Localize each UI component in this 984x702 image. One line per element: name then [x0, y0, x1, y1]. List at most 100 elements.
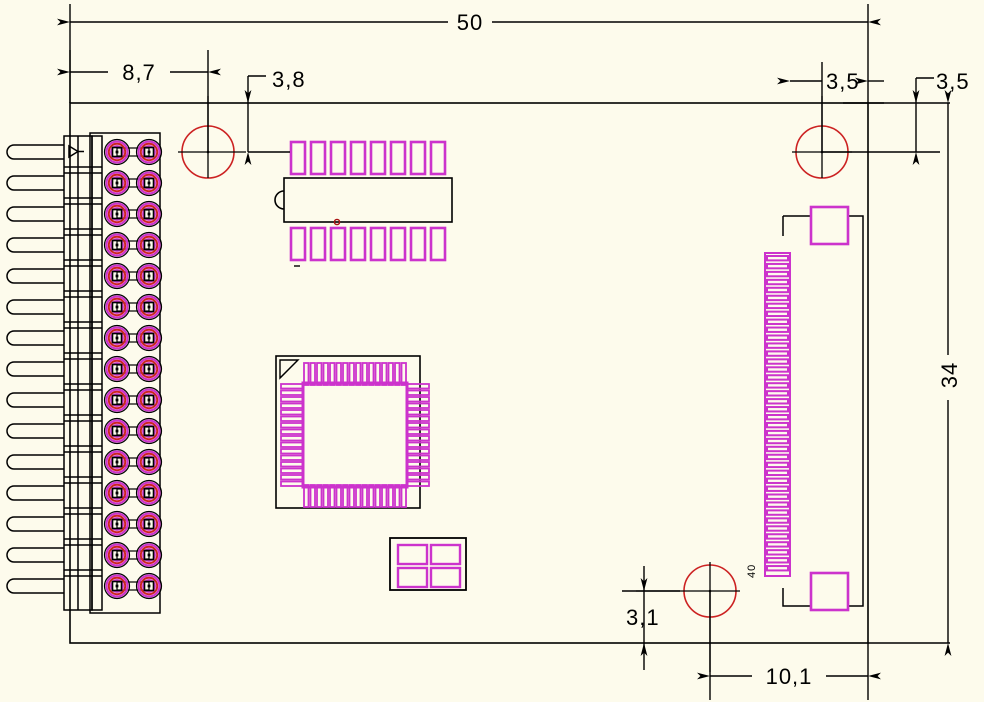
- fpc-contact-pad: [766, 255, 789, 262]
- fpc-contact-pad: [766, 525, 789, 532]
- mounting-hole-centermarks: [178, 96, 852, 672]
- through-hole-pad: [103, 386, 131, 414]
- through-hole-pad: [103, 138, 131, 166]
- fpc-contact-pad: [766, 437, 789, 445]
- dimension-hole-top-right-offset-y: [822, 77, 940, 165]
- pin-header-pins: [6, 144, 64, 594]
- dimension-connector-offset-x: [57, 50, 221, 152]
- fpc-contact-pad: [766, 414, 789, 421]
- fpc-contact-pad: [766, 541, 789, 548]
- through-hole-pad: [135, 293, 163, 321]
- through-hole-pad: [103, 510, 131, 538]
- fpc-contact-pad: [766, 517, 789, 524]
- pin-header-pads: [103, 138, 163, 600]
- qfp-component: [275, 355, 430, 509]
- through-hole-pad: [135, 448, 163, 476]
- fpc-contact-pad: [766, 294, 789, 302]
- connector-mount-pad-top: [809, 205, 850, 246]
- through-hole-pad: [103, 572, 131, 600]
- soic-16-component: [274, 140, 453, 267]
- dimension-label-overall-height: 34: [937, 362, 962, 388]
- through-hole-pad: [135, 169, 163, 197]
- through-hole-pad: [135, 262, 163, 290]
- fpc-contact-pad: [766, 493, 789, 500]
- dimension-hole-top-left-offset-y: [244, 75, 290, 165]
- fpc-contact-pad: [766, 310, 789, 318]
- fpc-contact-pad: [766, 270, 789, 278]
- fpc-contact-pad: [766, 382, 789, 389]
- fpc-contact-pad: [766, 374, 789, 381]
- fpc-contact-pad: [766, 533, 789, 540]
- mounting-holes: [181, 125, 849, 618]
- fpc-connector: 40: [746, 205, 864, 612]
- fpc-contact-pad: [766, 278, 789, 286]
- fpc-contact-pad: [766, 398, 789, 405]
- dimension-hole-bottom-offset-x: [697, 591, 881, 700]
- through-hole-pad: [103, 262, 131, 290]
- through-hole-pad: [135, 417, 163, 445]
- fpc-contact-pad: [766, 477, 789, 484]
- through-hole-pad: [135, 541, 163, 569]
- dimension-hole-bottom-offset-y: [622, 566, 680, 670]
- fpc-contact-pad: [766, 350, 789, 357]
- pin-header-footprint-outline: [89, 132, 161, 614]
- fpc-contact-pad: [766, 485, 789, 492]
- through-hole-pad: [135, 510, 163, 538]
- fpc-contact-pad: [766, 302, 789, 310]
- through-hole-pad: [103, 479, 131, 507]
- through-hole-pad: [135, 572, 163, 600]
- through-hole-pad: [103, 324, 131, 352]
- dimension-hole-top-right-offset-x: [777, 62, 884, 152]
- fpc-contact-pad: [766, 342, 789, 349]
- quad-pad-component: [389, 537, 467, 591]
- fpc-contact-pad: [766, 557, 789, 564]
- fpc-contact-pad: [766, 390, 789, 397]
- dimension-label-hole-top-left-offset-y: 3,8: [272, 67, 306, 92]
- fpc-contact-pad: [766, 501, 789, 508]
- through-hole-pad: [135, 200, 163, 228]
- pin-header-body: [63, 135, 103, 611]
- dimension-label-connector-offset-x: 8,7: [122, 60, 156, 85]
- dimension-label-hole-top-right-offset-x: 3,5: [826, 69, 860, 94]
- through-hole-pad: [135, 355, 163, 383]
- dimension-label-hole-top-right-offset-y: 3,5: [936, 69, 970, 94]
- fpc-contact-pad: [766, 366, 789, 373]
- fpc-contact-pad: [766, 453, 789, 461]
- through-hole-pad: [135, 386, 163, 414]
- through-hole-pad: [103, 355, 131, 383]
- fpc-contact-pad: [766, 565, 789, 572]
- dimension-label-hole-bottom-offset-y: 3,1: [626, 605, 660, 630]
- connector-mount-pad-bottom: [809, 571, 850, 612]
- through-hole-pad: [103, 293, 131, 321]
- through-hole-pad: [103, 448, 131, 476]
- through-hole-pad: [103, 417, 131, 445]
- dimension-label-overall-width: 50: [457, 10, 483, 35]
- fpc-contact-pad: [766, 469, 789, 477]
- through-hole-pad: [103, 541, 131, 569]
- fpc-contact-pad: [766, 358, 789, 365]
- svg-text:40: 40: [746, 564, 758, 578]
- fpc-contact-pad: [766, 406, 789, 413]
- dimension-overall-height: [868, 90, 952, 656]
- fpc-contact-pad: [766, 461, 789, 469]
- fpc-contact-pad: [766, 509, 789, 516]
- through-hole-pad: [135, 138, 163, 166]
- fpc-contact-pad: [766, 429, 789, 437]
- fpc-contact-pad: [766, 286, 789, 294]
- through-hole-pad: [135, 479, 163, 507]
- fpc-contact-pad: [766, 326, 789, 333]
- through-hole-pad: [135, 231, 163, 259]
- through-hole-pad: [103, 200, 131, 228]
- fpc-contact-pad: [766, 549, 789, 556]
- mounting-hole-center-dots: [206, 150, 824, 593]
- through-hole-pad: [103, 169, 131, 197]
- fpc-designator: 40: [746, 564, 758, 578]
- fpc-contact-pad: [766, 262, 789, 270]
- fpc-contact-pad: [766, 334, 789, 341]
- fpc-contact-pad: [766, 318, 789, 325]
- through-hole-pad: [135, 324, 163, 352]
- fpc-contact-pad: [766, 421, 789, 429]
- board-outline: [69, 102, 869, 644]
